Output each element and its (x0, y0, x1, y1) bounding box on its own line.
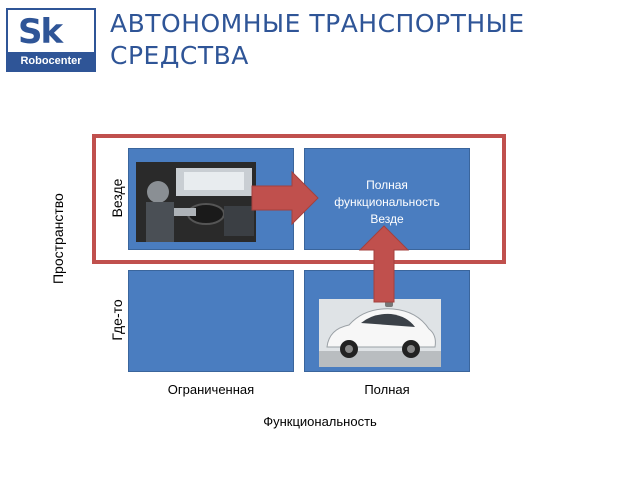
page-title: АВТОНОМНЫЕ ТРАНСПОРТНЫЕ СРЕДСТВА (110, 8, 630, 72)
x-label-right: Полная (364, 382, 410, 397)
y-label-bottom: Где-то (109, 299, 125, 341)
title-line-2: СРЕДСТВА (110, 41, 249, 70)
cell-top-right: Полная функциональность Везде (304, 148, 470, 250)
x-label-left: Ограниченная (167, 382, 255, 397)
driver-in-car-photo (136, 162, 256, 242)
highlight-frame (92, 134, 506, 264)
y-label-top: Везде (109, 178, 125, 218)
cell-top-right-text: Полная функциональность Везде (305, 177, 469, 228)
y-axis-title: Пространство (50, 193, 66, 284)
title-line-1: АВТОНОМНЫЕ ТРАНСПОРТНЫЕ (110, 9, 525, 38)
arrow-right (251, 170, 319, 226)
cell-text-line-1: Полная (366, 178, 408, 192)
cell-top-left (128, 148, 294, 250)
logo-mark: Sk (18, 12, 63, 52)
cell-text-line-3: Везде (370, 212, 404, 226)
logo-name: Robocenter (8, 52, 94, 70)
cell-bottom-left (128, 270, 294, 372)
cell-text-line-2: функциональность (334, 195, 440, 209)
x-axis-title: Функциональность (263, 414, 377, 429)
self-driving-car-photo (319, 299, 441, 367)
cell-bottom-right (304, 270, 470, 372)
arrow-up (358, 225, 410, 303)
logo: Sk Robocenter (6, 8, 96, 72)
